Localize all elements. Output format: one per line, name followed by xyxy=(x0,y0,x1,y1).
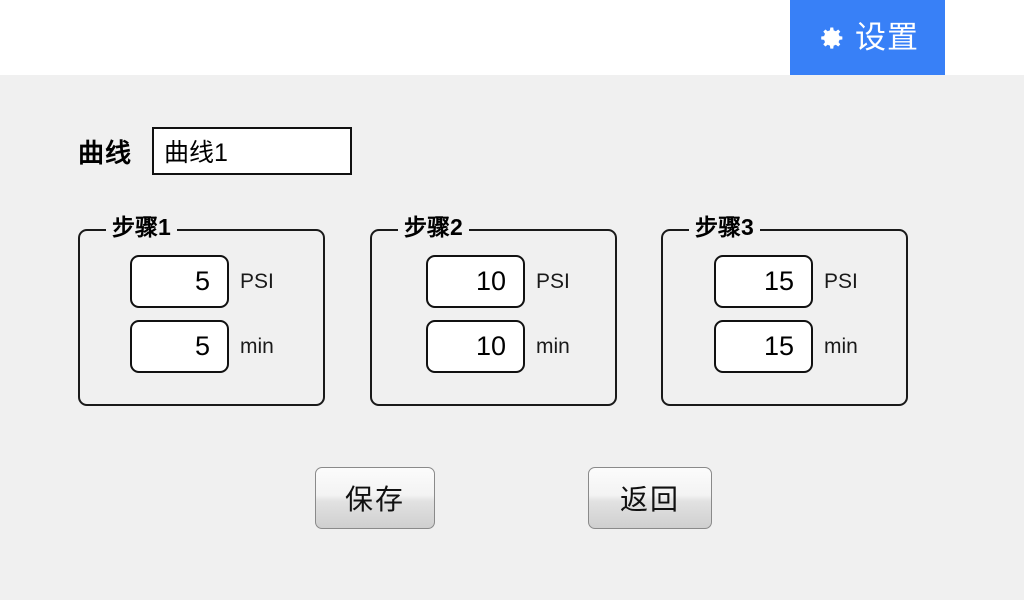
step-group-1-legend: 步骤1 xyxy=(106,216,177,239)
return-button[interactable]: 返回 xyxy=(588,467,712,529)
step-group-3: 步骤3 PSI min xyxy=(661,216,908,406)
step-3-pressure-input[interactable] xyxy=(714,255,813,308)
step-3-duration-input[interactable] xyxy=(714,320,813,373)
steps-area: 步骤1 PSI min 步骤2 PSI min 步骤3 xyxy=(0,75,1024,600)
step-3-duration-unit: min xyxy=(824,334,858,358)
step-2-pressure-row: PSI xyxy=(426,255,570,308)
step-group-2: 步骤2 PSI min xyxy=(370,216,617,406)
step-1-duration-row: min xyxy=(130,320,274,373)
step-group-3-legend: 步骤3 xyxy=(689,216,760,239)
step-2-duration-input[interactable] xyxy=(426,320,525,373)
step-1-pressure-row: PSI xyxy=(130,255,274,308)
step-1-pressure-unit: PSI xyxy=(240,269,274,293)
step-group-1: 步骤1 PSI min xyxy=(78,216,325,406)
step-2-duration-row: min xyxy=(426,320,570,373)
step-group-2-legend: 步骤2 xyxy=(398,216,469,239)
action-bar: 保存 返回 xyxy=(0,467,1024,547)
step-3-pressure-row: PSI xyxy=(714,255,858,308)
step-1-pressure-input[interactable] xyxy=(130,255,229,308)
main-content: 曲线 步骤1 PSI min 步骤2 PSI min xyxy=(0,75,1024,600)
curve-row: 曲线 xyxy=(78,127,353,175)
step-3-duration-row: min xyxy=(714,320,858,373)
step-3-pressure-unit: PSI xyxy=(824,269,858,293)
settings-button[interactable]: 设置 xyxy=(790,0,945,75)
step-2-duration-unit: min xyxy=(536,334,570,358)
step-2-pressure-input[interactable] xyxy=(426,255,525,308)
gear-icon xyxy=(821,27,843,49)
app-header: 设置 xyxy=(0,0,1024,75)
settings-button-label: 设置 xyxy=(855,20,919,55)
step-1-duration-unit: min xyxy=(240,334,274,358)
curve-label: 曲线 xyxy=(78,137,133,168)
curve-name-input[interactable] xyxy=(152,127,353,175)
save-button[interactable]: 保存 xyxy=(315,467,435,529)
step-2-pressure-unit: PSI xyxy=(536,269,570,293)
step-1-duration-input[interactable] xyxy=(130,320,229,373)
